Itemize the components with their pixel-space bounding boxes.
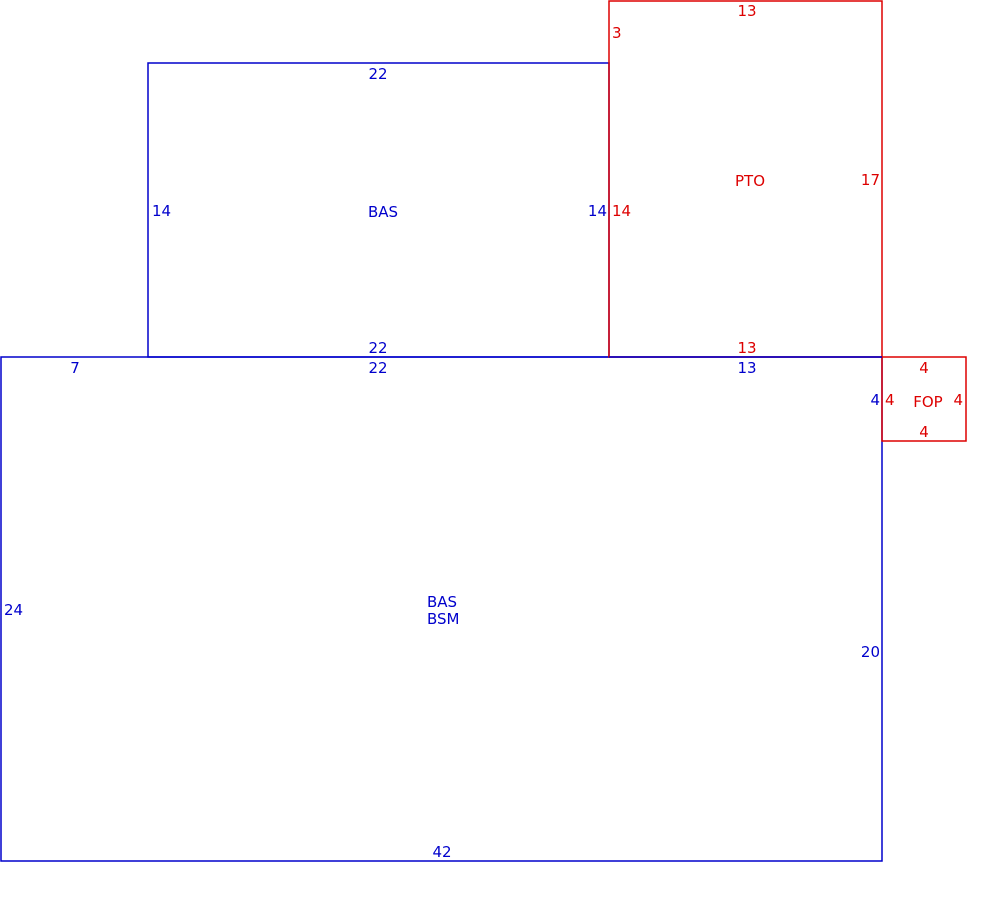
pto-top-dim: 13 — [737, 2, 756, 20]
main-right-lower-dim: 20 — [861, 643, 880, 661]
pto-code: PTO — [735, 172, 765, 190]
main-code-2: BSM — [427, 610, 460, 628]
fop-bottom-dim: 4 — [919, 423, 929, 441]
pto-left-upper-dim: 3 — [612, 24, 622, 42]
fop-top-dim: 4 — [919, 359, 929, 377]
fop-outline — [881, 356, 967, 442]
upper-bas-code: BAS — [368, 203, 398, 221]
main-bas-outline — [0, 356, 883, 862]
upper-bas-right-dim: 14 — [588, 202, 607, 220]
main-top-left-dim: 7 — [70, 359, 80, 377]
fop-left-dim: 4 — [885, 391, 895, 409]
pto-left-lower-dim: 14 — [612, 202, 631, 220]
main-code-1: BAS — [427, 593, 457, 611]
main-top-mid-dim: 22 — [368, 359, 387, 377]
upper-bas-top-dim: 22 — [368, 65, 387, 83]
fop-right-dim: 4 — [953, 391, 963, 409]
pto-right-dim: 17 — [861, 171, 880, 189]
main-top-right-dim: 13 — [737, 359, 756, 377]
main-bottom-dim: 42 — [432, 843, 451, 861]
main-left-dim: 24 — [4, 601, 23, 619]
main-right-upper-dim: 4 — [870, 391, 880, 409]
fop-code: FOP — [913, 393, 942, 411]
upper-bas-bottom-dim: 22 — [368, 339, 387, 357]
pto-bottom-dim: 13 — [737, 339, 756, 357]
upper-bas-left-dim: 14 — [152, 202, 171, 220]
